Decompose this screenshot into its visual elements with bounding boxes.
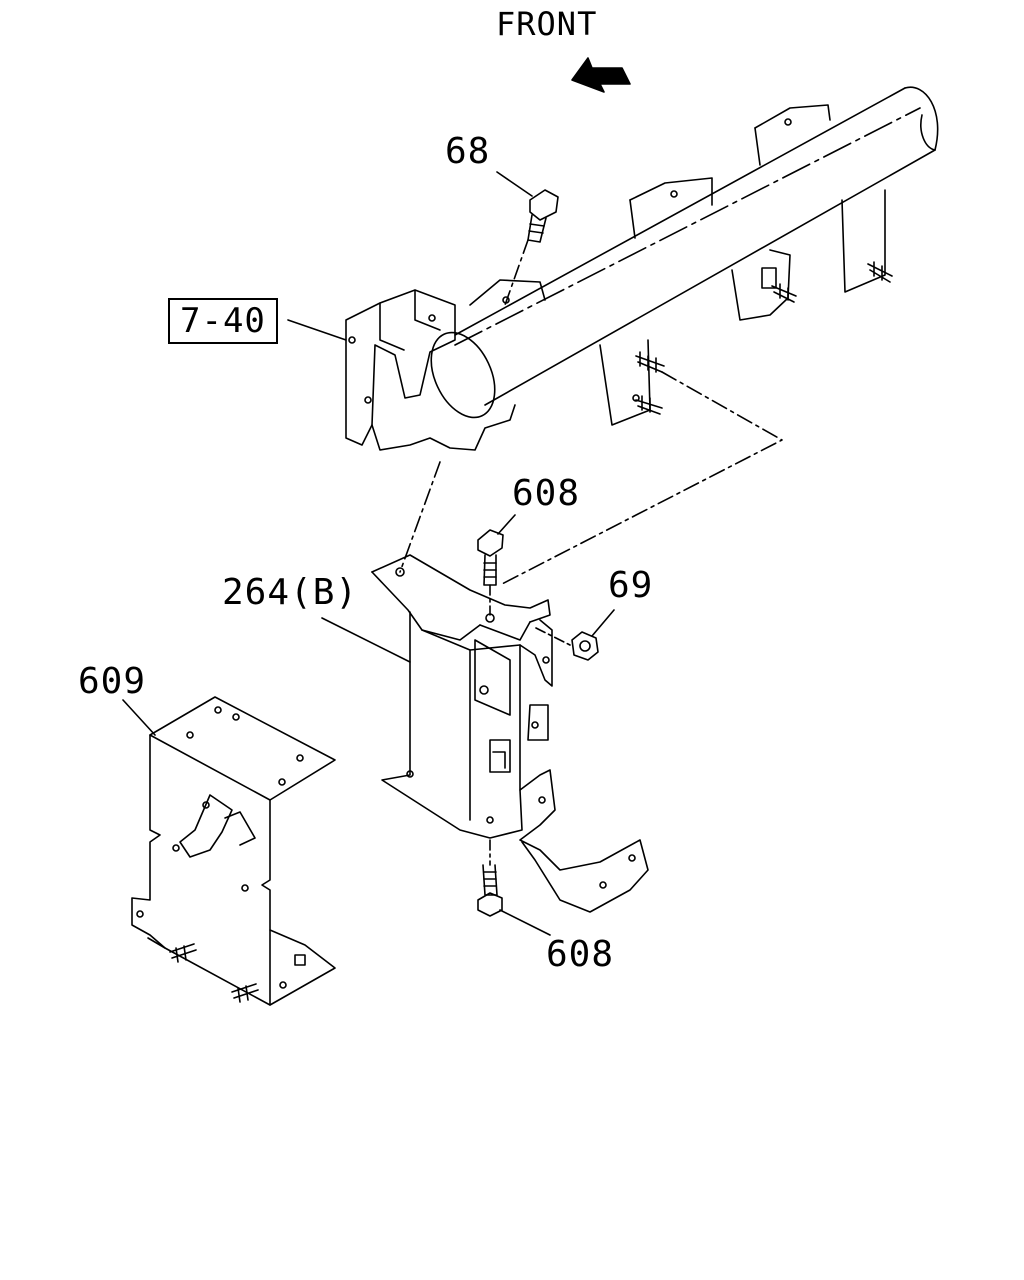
nut-69-icon <box>572 632 598 660</box>
bolt-68-icon <box>528 190 558 242</box>
beam-brackets <box>470 105 892 425</box>
centerline-68 <box>505 240 528 305</box>
stud-icon <box>636 262 892 414</box>
leader-264b <box>322 618 410 662</box>
callout-7-40: 7-40 <box>168 298 278 344</box>
callout-608-top: 608 <box>512 473 581 514</box>
centerline-block <box>400 462 440 572</box>
bracket-609 <box>132 697 335 1005</box>
leader-608-top <box>498 515 515 534</box>
bolt-608-top-icon <box>478 530 503 585</box>
callout-264b: 264(B) <box>222 572 359 613</box>
callout-68: 68 <box>445 131 491 172</box>
leader-69 <box>592 610 614 636</box>
leader-609 <box>123 700 155 735</box>
callout-609: 609 <box>78 661 147 702</box>
callout-608-bottom: 608 <box>546 934 615 975</box>
bracket-264b <box>372 555 648 912</box>
centerline-69 <box>536 628 570 645</box>
callout-69: 69 <box>608 565 654 606</box>
centerline-studs <box>500 372 782 585</box>
front-arrow-icon <box>572 58 630 92</box>
leader-7-40 <box>288 320 346 340</box>
part-7-40-block <box>346 290 515 450</box>
leader-68 <box>497 172 532 196</box>
front-label: FRONT <box>496 5 598 43</box>
cross-beam <box>419 87 938 427</box>
stud-609-icon <box>170 944 258 1002</box>
bolt-608-bottom-icon <box>478 865 502 916</box>
leader-608-bottom <box>500 910 550 935</box>
